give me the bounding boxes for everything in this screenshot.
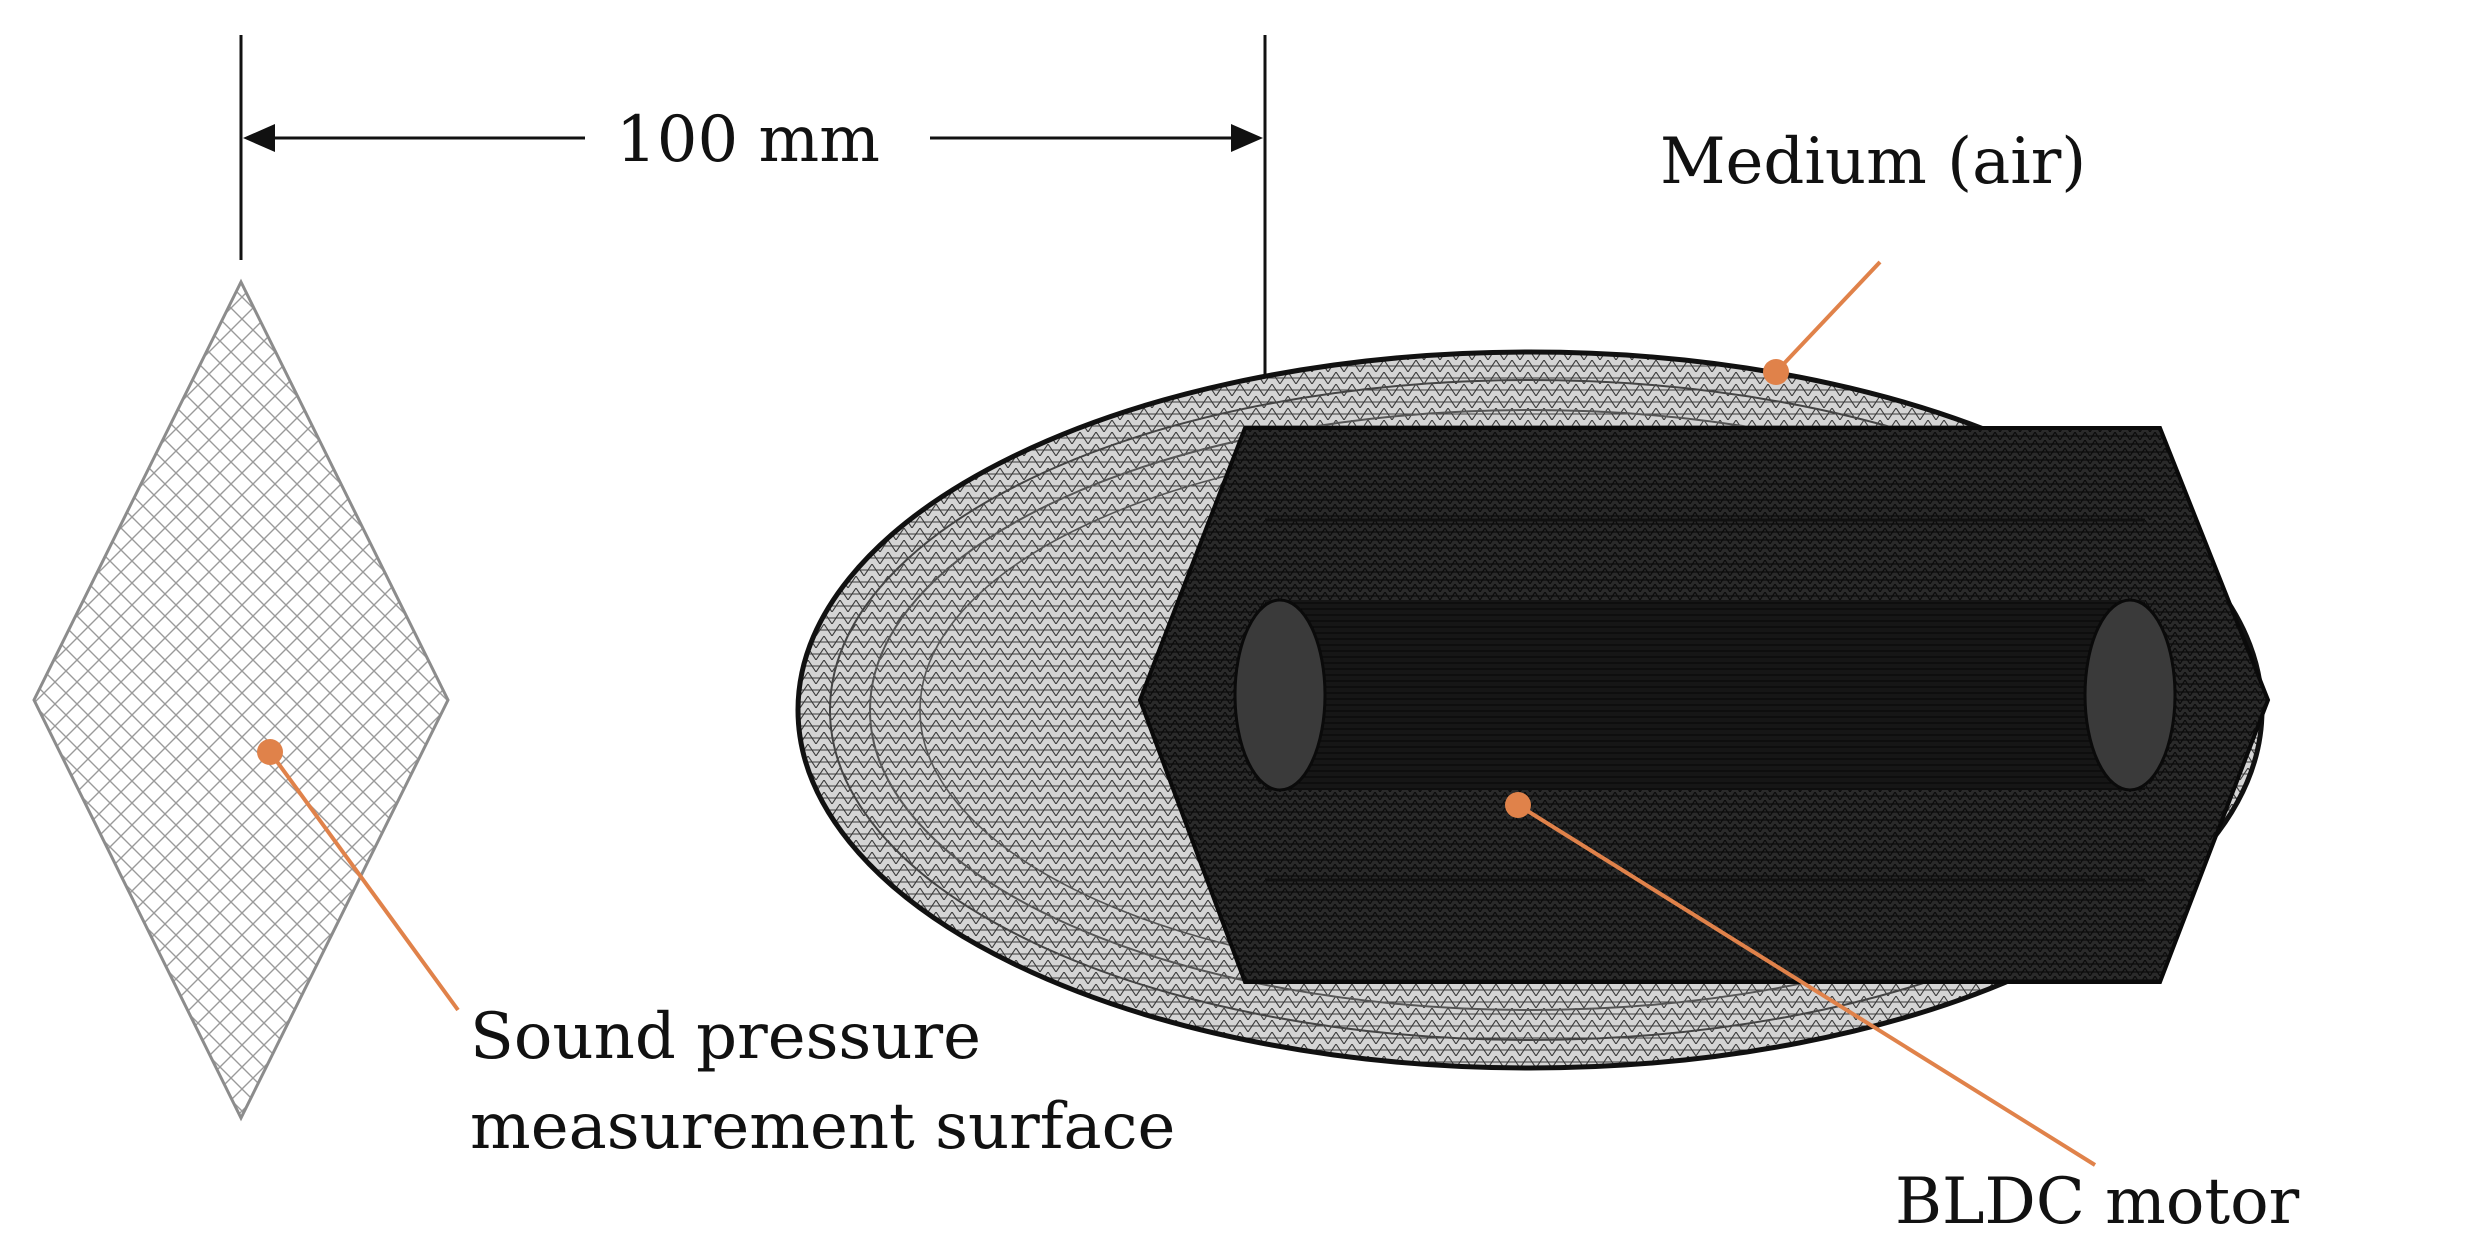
bldc-motor-body <box>1137 426 2271 984</box>
leader-lines <box>257 260 2097 1167</box>
dimension-arrow-right <box>1231 124 1263 152</box>
surface-label-line2: measurement surface <box>470 1090 1176 1164</box>
medium-label: Medium (air) <box>1660 125 2087 199</box>
motor-label: BLDC motor <box>1895 1165 2300 1239</box>
leader-dot-motor <box>1505 792 1531 818</box>
leader-dot-medium <box>1763 359 1789 385</box>
dimension-label: 100 mm <box>600 108 896 172</box>
leader-line-surface <box>268 750 460 1012</box>
leader-line-motor <box>1516 803 2097 1167</box>
leader-dot-surface <box>257 739 283 765</box>
dimension-arrow-left <box>243 124 275 152</box>
dimension-annotation <box>239 35 1267 385</box>
leader-line-medium <box>1774 260 1882 374</box>
measurement-surface <box>32 278 450 1122</box>
surface-label-line1: Sound pressure <box>470 1000 981 1074</box>
